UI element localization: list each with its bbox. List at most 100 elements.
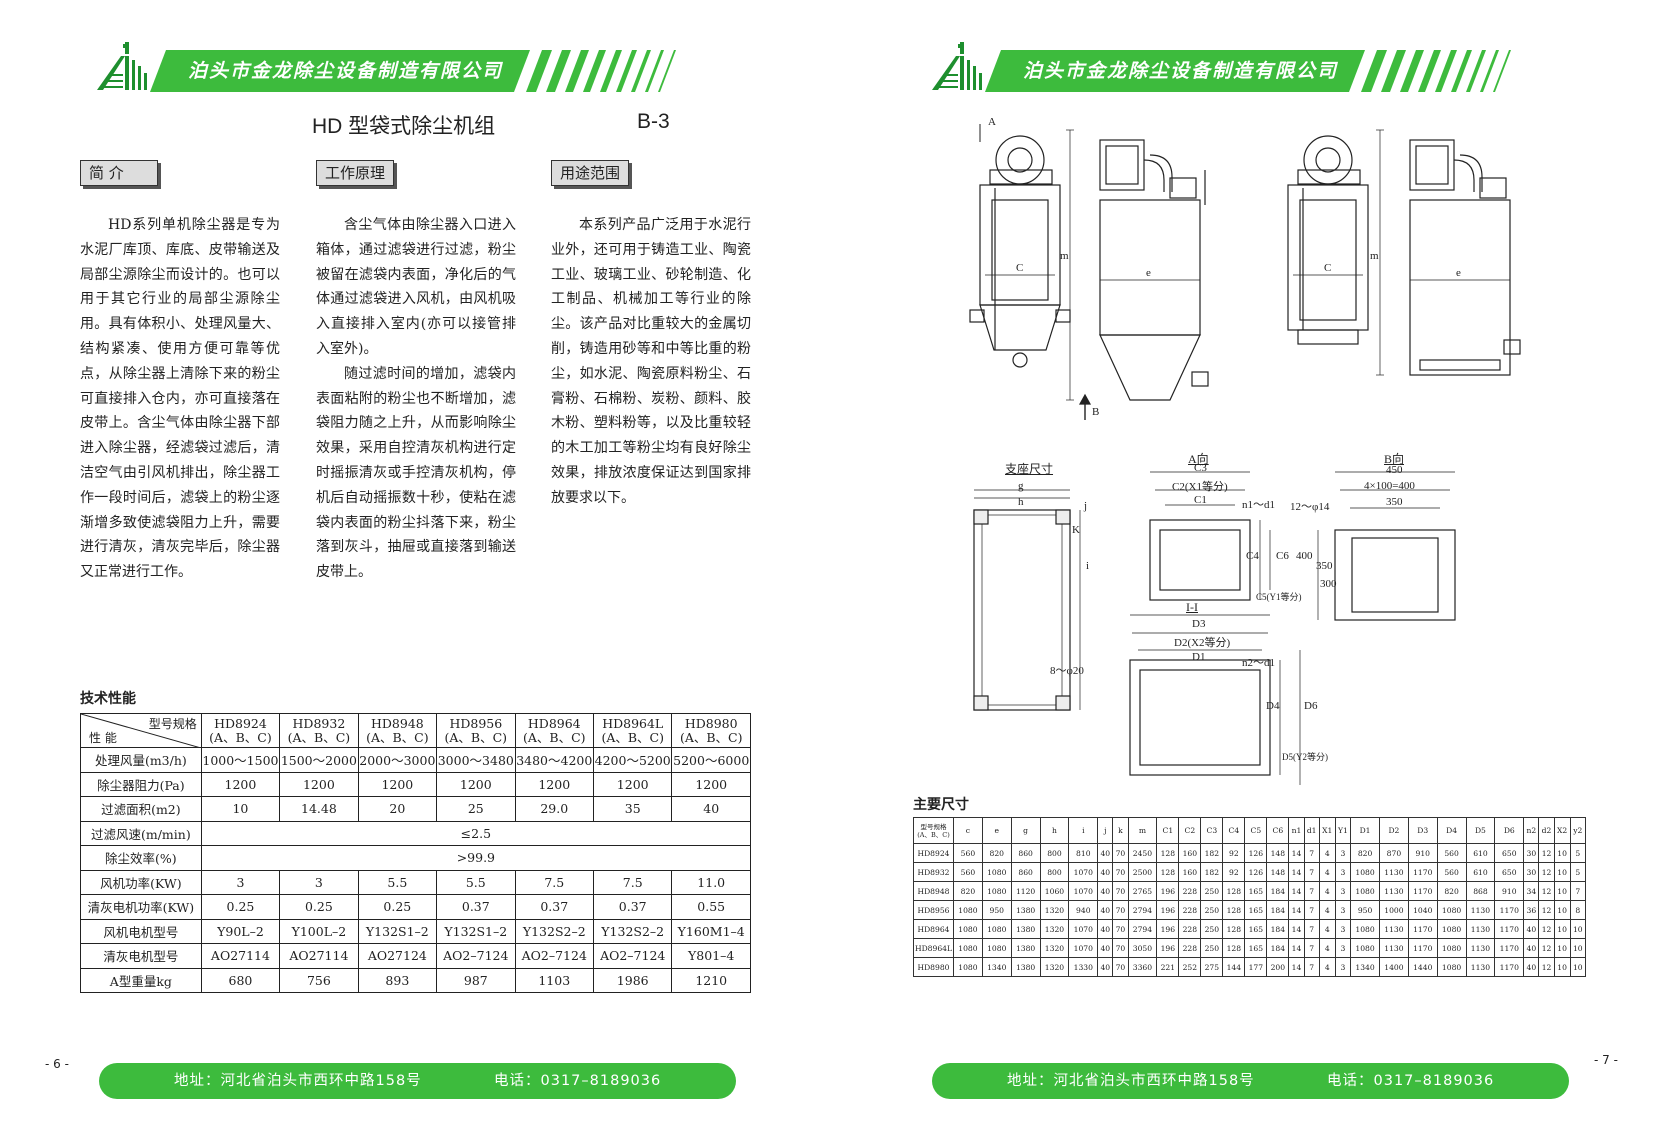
a-view-drawing <box>1149 471 1271 601</box>
base-support-drawing <box>973 489 1081 711</box>
dims-cell: 184 <box>1266 881 1290 901</box>
usage-tag: 用途范围 <box>551 160 629 186</box>
dims-col-header: c <box>953 817 983 844</box>
dims-col-header: C1 <box>1156 817 1180 844</box>
dims-col-header: m <box>1127 817 1158 844</box>
dims-cell: 128 <box>1222 881 1246 901</box>
dims-cell: 950 <box>981 900 1012 920</box>
dims-cell: 1380 <box>1010 900 1041 920</box>
intro-column: HD系列单机除尘器是专为水泥厂库顶、库底、皮带输送及局部尘源除尘而设计的。也可以… <box>80 213 280 585</box>
dims-cell: 2794 <box>1127 900 1158 920</box>
dims-cell: 910 <box>1407 843 1438 863</box>
dims-col-header: C5 <box>1244 817 1268 844</box>
dims-col-header: D4 <box>1436 817 1467 844</box>
dims-cell: 1170 <box>1494 919 1525 939</box>
dims-col-header: X1 <box>1318 817 1336 844</box>
dims-cell: 560 <box>953 862 983 882</box>
principle-column: 含尘气体由除尘器入口进入箱体，通过滤袋进行过滤，粉尘被留在滤袋内表面，净化后的气… <box>316 213 516 585</box>
dims-col-header: i <box>1068 817 1099 844</box>
dims-cell: 196 <box>1156 919 1180 939</box>
dims-cell: 10 <box>1553 957 1571 977</box>
dims-model: HD8964L <box>913 938 954 958</box>
dims-cell: 4 <box>1318 938 1336 958</box>
dims-cell: 5 <box>1569 843 1587 863</box>
dims-cell: 2765 <box>1127 881 1158 901</box>
dims-cell: 610 <box>1465 862 1496 882</box>
mark-m-2: m <box>1370 250 1379 262</box>
dims-cell: 1080 <box>1436 900 1467 920</box>
dims-cell: 3 <box>1334 919 1352 939</box>
footer-address: 地址：河北省泊头市西环中路158号 <box>1007 1073 1255 1089</box>
section-mark-d6: D6 <box>1304 700 1318 712</box>
dims-cell: 14 <box>1288 881 1305 901</box>
header-band-left: 泊头市金龙除尘设备制造有限公司 <box>150 50 690 92</box>
dims-cell: 7 <box>1303 843 1320 863</box>
dims-cell: 1060 <box>1039 881 1070 901</box>
dims-cell: 144 <box>1222 957 1246 977</box>
dims-cell: 30 <box>1523 843 1540 863</box>
dims-col-header: X2 <box>1553 817 1571 844</box>
dims-cell: 40 <box>1523 919 1540 939</box>
dims-cell: 40 <box>1097 843 1114 863</box>
dims-cell: 650 <box>1494 862 1525 882</box>
dims-cell: 1080 <box>981 938 1012 958</box>
principle-tag: 工作原理 <box>316 160 394 186</box>
base-mark-j: j <box>1084 500 1088 512</box>
dims-cell: 1380 <box>1010 938 1041 958</box>
dims-col-header: e <box>981 817 1012 844</box>
logo-left <box>95 40 155 92</box>
product-code: B-3 <box>637 110 670 133</box>
dims-cell: 184 <box>1266 938 1290 958</box>
mark-b: B <box>1092 406 1100 418</box>
dims-cell: 1170 <box>1494 938 1525 958</box>
dims-cell: 1080 <box>981 919 1012 939</box>
dims-cell: 160 <box>1178 862 1202 882</box>
dims-cell: 1130 <box>1465 957 1496 977</box>
b-mark-side-400: 400 <box>1296 550 1313 562</box>
perf-title: 技术性能 <box>80 691 136 707</box>
page-number-left: - 6 - <box>45 1057 69 1071</box>
dims-cell: 1080 <box>1436 938 1467 958</box>
dims-cell: 12 <box>1538 957 1555 977</box>
dims-cell: 30 <box>1523 862 1540 882</box>
dims-model: HD8932 <box>913 862 954 882</box>
dims-title: 主要尺寸 <box>913 797 969 813</box>
dims-cell: 10 <box>1569 957 1587 977</box>
dims-cell: 196 <box>1156 938 1180 958</box>
dims-cell: 2794 <box>1127 919 1158 939</box>
dims-cell: 4 <box>1318 862 1336 882</box>
dims-cell: 1170 <box>1407 881 1438 901</box>
dims-cell: 128 <box>1156 843 1180 863</box>
perf-header-row: 型号规格 性 能 HD8924(A、B、C) HD8932(A、B、C) HD8… <box>80 713 751 748</box>
dims-cell: 165 <box>1244 919 1268 939</box>
principle-paragraph-2: 随过滤时间的增加，滤袋内表面粘附的粉尘也不断增加，滤袋阻力随之上升，从而影响除尘… <box>316 365 516 581</box>
section-mark-n2: n2～d1 <box>1242 657 1275 669</box>
dims-cell: 800 <box>1039 862 1070 882</box>
dims-cell: 8 <box>1569 900 1587 920</box>
dims-cell: 1170 <box>1494 900 1525 920</box>
dims-cell: 128 <box>1222 938 1246 958</box>
dims-cell: 1070 <box>1068 919 1099 939</box>
dims-col-header: Y1 <box>1334 817 1352 844</box>
dims-cell: 182 <box>1200 843 1224 863</box>
dims-cell: 868 <box>1465 881 1496 901</box>
perf-model-header: HD8956(A、B、C) <box>436 713 516 748</box>
dims-cell: 3 <box>1334 938 1352 958</box>
dims-cell: 12 <box>1538 862 1555 882</box>
dims-cell: 40 <box>1097 957 1114 977</box>
dims-cell: 7 <box>1303 862 1320 882</box>
principle-paragraph-1: 含尘气体由除尘器入口进入箱体，通过滤袋进行过滤，粉尘被留在滤袋内表面，净化后的气… <box>316 217 516 357</box>
mark-c: C <box>1016 262 1024 274</box>
dims-cell: 70 <box>1112 900 1129 920</box>
dims-cell: 40 <box>1097 881 1114 901</box>
base-mark-g: g <box>1018 480 1024 492</box>
dims-cell: 40 <box>1097 862 1114 882</box>
